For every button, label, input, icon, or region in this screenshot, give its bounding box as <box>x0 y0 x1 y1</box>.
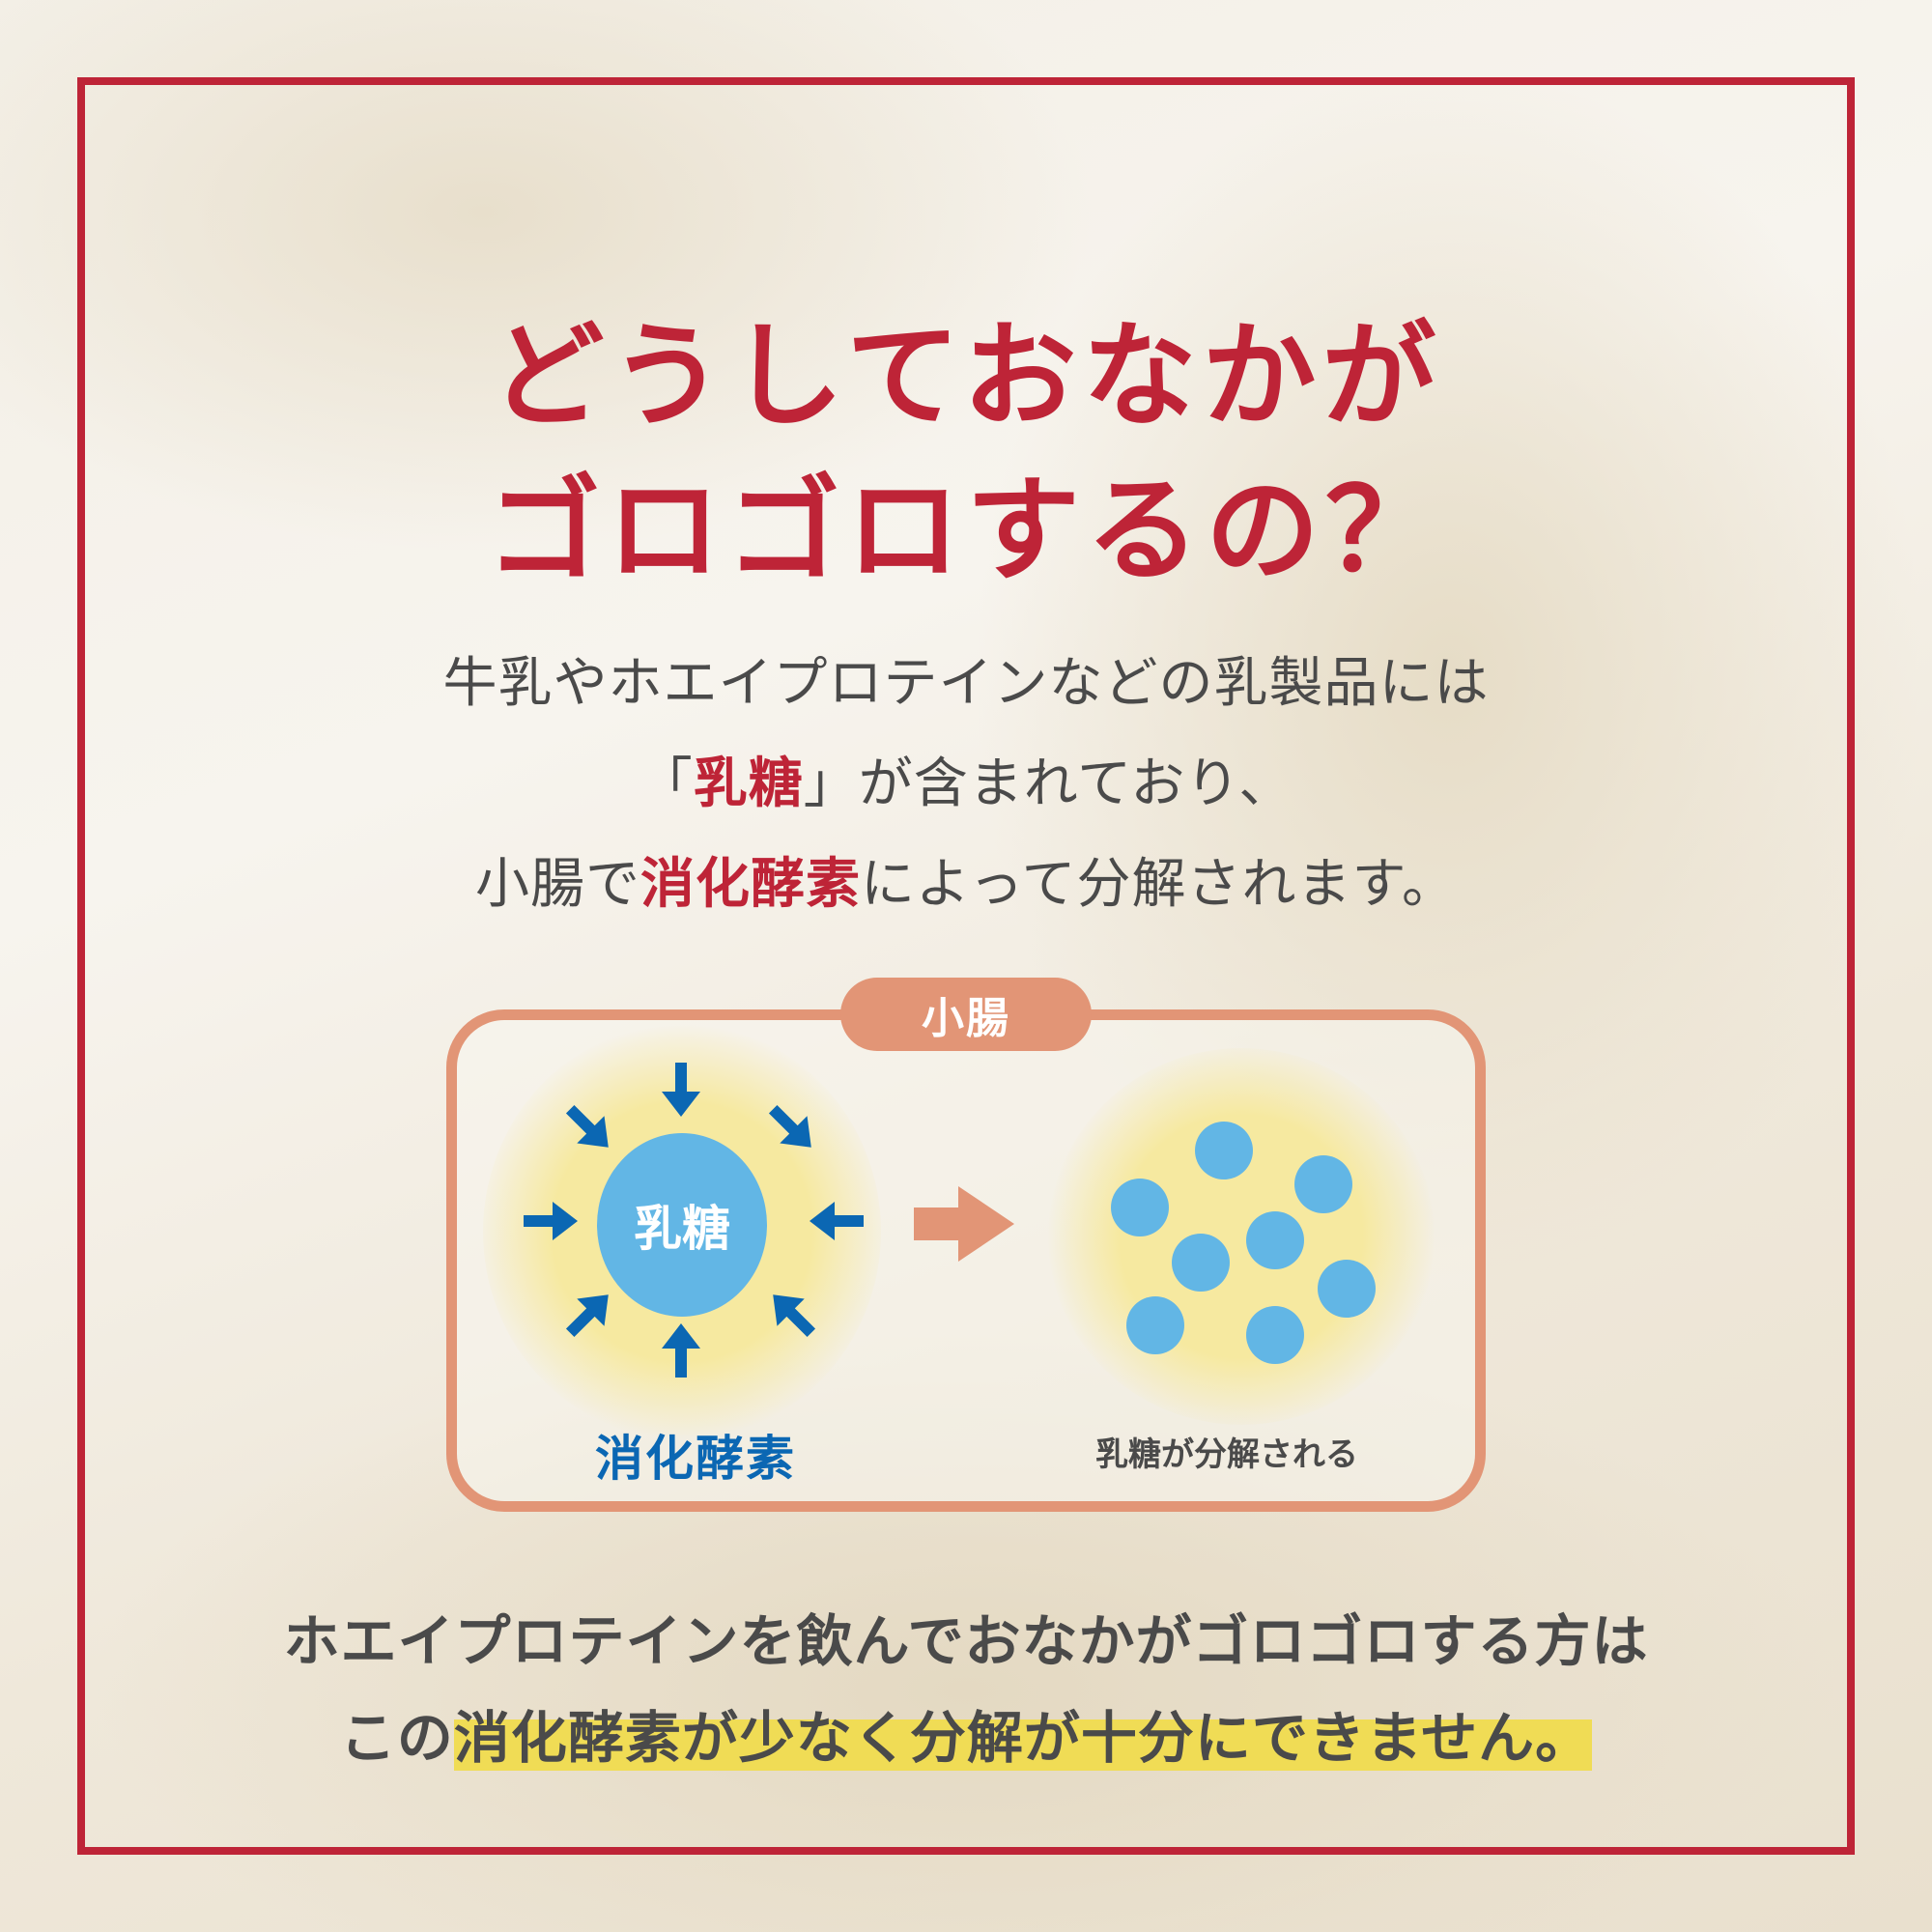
enzyme-label: 消化酵素 <box>595 1431 796 1487</box>
bracket-open: 「 <box>638 753 694 815</box>
arrow-up-left-icon <box>773 1294 816 1338</box>
intro-line-1: 牛乳やホエイプロテインなどの乳製品には <box>442 652 1490 715</box>
right-glow <box>1048 1048 1435 1425</box>
glucose-dot <box>1126 1296 1184 1354</box>
conclusion-line-1: ホエイプロテインを飲んでおなかがゴロゴロする方は <box>283 1608 1649 1674</box>
arrow-right-icon <box>524 1202 578 1240</box>
glucose-dot <box>1172 1234 1230 1292</box>
intro-line-2-rest: 」が含まれており、 <box>803 753 1294 815</box>
conclusion-line-2-pre: この <box>339 1705 454 1771</box>
glucose-dot <box>1318 1260 1376 1318</box>
title-line-1: どうしておなかが <box>490 309 1442 442</box>
glucose-dot <box>1111 1179 1169 1236</box>
arrow-up-icon <box>662 1323 700 1378</box>
arrow-left-icon <box>810 1202 864 1240</box>
glucose-dot <box>1195 1122 1253 1179</box>
conclusion-highlight: 消化酵素が少なく分解が十分にできません。 <box>453 1705 1593 1771</box>
arrow-down-left-icon <box>768 1104 811 1148</box>
conclusion-line-2: この消化酵素が少なく分解が十分にできません。 <box>0 1705 1932 1771</box>
process-arrow-icon <box>914 1186 1014 1262</box>
small-intestine-tag: 小腸 <box>840 978 1092 1051</box>
lactose-highlight: 乳糖 <box>693 753 804 815</box>
result-label: 乳糖が分解される <box>1095 1435 1358 1474</box>
enzyme-highlight: 消化酵素 <box>640 853 862 916</box>
arrow-up-right-icon <box>565 1294 609 1338</box>
intro-line-3-rest: によって分解されます。 <box>861 853 1457 916</box>
red-frame-border <box>77 77 1855 1855</box>
glucose-dot <box>1246 1211 1304 1269</box>
intro-line-2: 「乳糖」が含まれており、 <box>0 757 1932 811</box>
arrow-down-right-icon <box>565 1104 609 1148</box>
intro-line-3-pre: 小腸で <box>475 853 641 916</box>
intro-line-3: 小腸で消化酵素によって分解されます。 <box>0 858 1932 912</box>
title-line-2: ゴロゴロするの？ <box>486 464 1445 597</box>
lactose-molecule: 乳糖 <box>597 1133 767 1317</box>
glucose-dot <box>1246 1306 1304 1364</box>
arrow-down-icon <box>662 1063 700 1117</box>
glucose-dot <box>1294 1155 1352 1213</box>
